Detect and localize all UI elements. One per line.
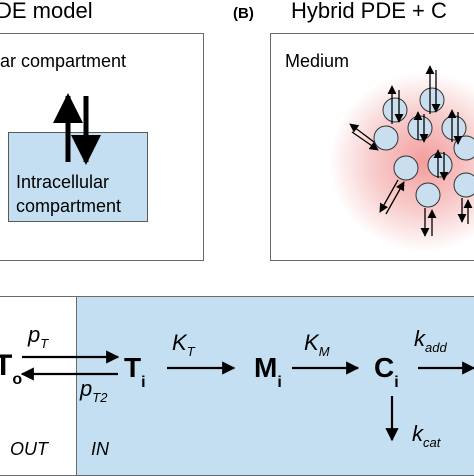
rate-k-m: KM bbox=[304, 330, 330, 359]
reaction-arrows bbox=[20, 350, 474, 442]
species-c-in: Ci bbox=[374, 352, 399, 391]
rate-k-t: KT bbox=[172, 330, 195, 359]
intracellular-label-line1: Intracellular bbox=[16, 172, 110, 192]
rate-p-t: pT bbox=[28, 322, 49, 351]
extracellular-compartment-label: ar compartment bbox=[0, 51, 127, 71]
cell bbox=[419, 87, 445, 113]
extracellular-compartment-box bbox=[0, 33, 204, 261]
cell-cluster bbox=[373, 87, 474, 208]
rate-k-add: kadd bbox=[414, 326, 447, 355]
cell bbox=[407, 115, 433, 141]
rate-p-t2: pT2 bbox=[80, 376, 108, 405]
cell bbox=[382, 97, 408, 123]
panel-a-title: DE model bbox=[0, 0, 93, 23]
panel-b-title: Hybrid PDE + C bbox=[291, 0, 447, 23]
species-m-in: Mi bbox=[254, 352, 282, 391]
cell-exchange-arrows bbox=[349, 65, 473, 237]
medium-label: Medium bbox=[285, 51, 350, 71]
panel-a-exchange-arrows bbox=[53, 93, 101, 165]
cell bbox=[427, 152, 453, 178]
panel-b-tag: (B) bbox=[233, 5, 254, 22]
cell bbox=[393, 155, 419, 181]
in-label: IN bbox=[91, 439, 109, 459]
species-t-out: To bbox=[0, 349, 23, 388]
intracellular-label-line2: compartment bbox=[16, 196, 122, 216]
cell bbox=[415, 182, 441, 208]
out-label: OUT bbox=[10, 439, 48, 459]
cell bbox=[453, 172, 474, 198]
rate-k-cat: kcat bbox=[412, 421, 441, 450]
species-t-in: Ti bbox=[124, 352, 146, 391]
cell bbox=[373, 125, 399, 151]
cell bbox=[453, 135, 474, 161]
